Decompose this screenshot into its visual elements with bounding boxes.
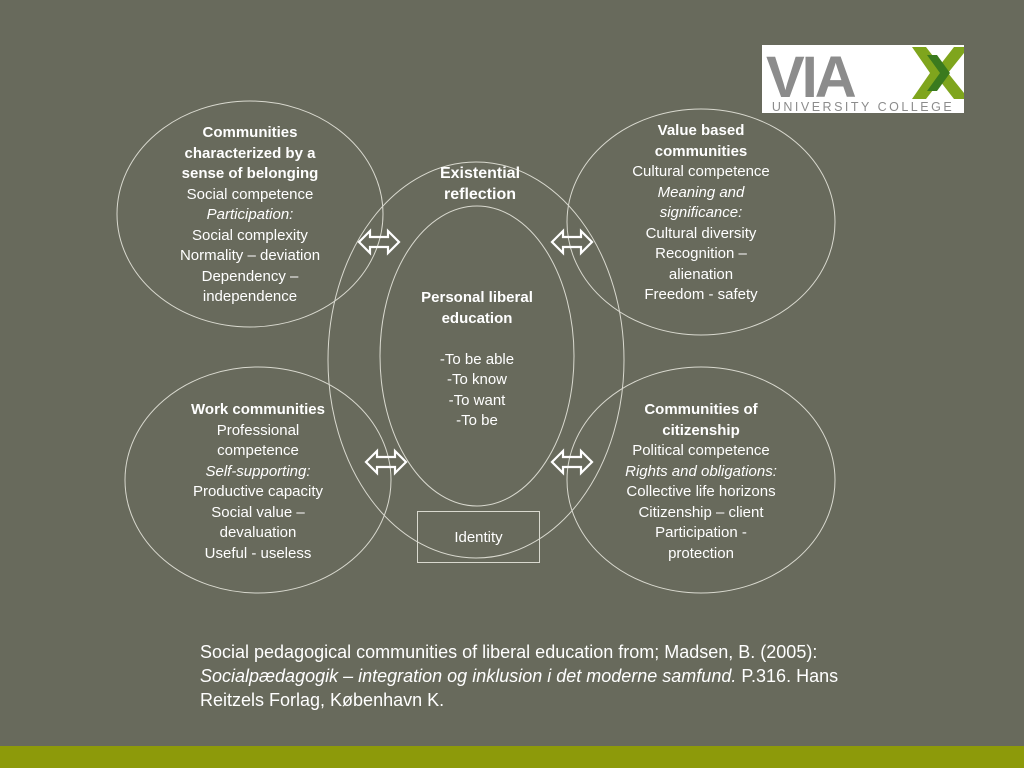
community-text-line: alienation (668, 265, 734, 283)
community-text-line: Collective life horizons (626, 483, 776, 500)
community-text-line: Social competence (186, 185, 314, 203)
caption-text: Social pedagogical communities of libera… (200, 642, 818, 662)
community-text-line: significance: (659, 204, 743, 221)
via-logo: VIA UNIVERSITY COLLEGE (762, 45, 964, 114)
community-text-line: citizenship (662, 421, 740, 439)
existential-reflection-ellipse (327, 161, 625, 559)
double-arrow-icon (364, 448, 408, 476)
community-text-line: Cultural diversity (645, 224, 757, 242)
community-text-line: Normality – deviation (179, 247, 321, 264)
community-text-line: Recognition – (655, 245, 747, 262)
community-text-line: Rights and obligations: (625, 462, 777, 480)
community-text-line: Work communities (191, 401, 325, 418)
personal-education-text: Personal liberal education -To be able -… (397, 288, 557, 432)
community-text-line: communities (654, 142, 748, 160)
education-item: -To be able (439, 350, 515, 368)
community-text-line: devaluation (219, 524, 297, 541)
community-text-line: competence (217, 442, 299, 459)
work-communities-ellipse (124, 366, 392, 594)
caption-publisher: P.316. Hans Reitzels Forlag, København K… (200, 666, 839, 710)
citizenship-ellipse (566, 366, 836, 594)
value-based-ellipse (566, 108, 836, 336)
double-arrow-icon (550, 448, 594, 476)
via-logo-graphic: VIA UNIVERSITY COLLEGE (766, 45, 964, 114)
footer-bar (0, 746, 1024, 768)
logo-chevron-icon (912, 47, 964, 99)
community-text-line: sense of belonging (181, 165, 319, 182)
identity-label: Identity (454, 528, 503, 546)
logo-subtitle: UNIVERSITY COLLEGE (772, 100, 954, 113)
community-text-line: Cultural competence (632, 163, 770, 180)
community-text-line: Social value – (211, 503, 305, 521)
belonging-community-text: Communities characterized by a sense of be… (150, 123, 350, 308)
community-text-line: Meaning and (657, 183, 745, 201)
personal-education-ellipse (379, 205, 575, 507)
community-text-line: Social complexity (192, 226, 308, 244)
community-text-line: Useful - useless (204, 544, 312, 562)
community-text-line: Freedom - safety (644, 286, 758, 303)
community-diagram (116, 100, 836, 594)
spacer (397, 329, 557, 350)
double-arrow-icon (550, 228, 594, 256)
personal-education-title-line1: Personal liberal (421, 289, 533, 306)
caption-book-title: Socialpædagogik – integration og inklusi… (200, 666, 737, 686)
community-text-line: Participation: (206, 206, 294, 223)
logo-letters: VIA (766, 45, 856, 110)
source-caption: Social pedagogical communities of libera… (200, 640, 840, 712)
community-text-line: Professional (216, 421, 300, 439)
education-item: -To be (456, 412, 498, 429)
identity-box: Identity (417, 511, 540, 563)
community-text-line: Value based (657, 122, 745, 139)
community-text-line: Citizenship – client (638, 503, 764, 521)
community-text-line: Communities (202, 124, 298, 141)
logo-chevron-inner-icon (927, 55, 950, 91)
existential-label-line1: Existential (439, 165, 521, 182)
personal-education-title-line2: education (441, 309, 513, 327)
community-text-line: Self-supporting: (205, 462, 311, 480)
community-text-line: Dependency – (201, 267, 299, 285)
existential-label-line2: reflection (443, 185, 516, 203)
community-text-line: protection (668, 544, 734, 562)
existential-reflection-label: Existential reflection (410, 164, 550, 205)
community-text-line: independence (202, 288, 298, 305)
community-text-line: Political competence (632, 442, 770, 459)
education-item: -To want (448, 391, 506, 409)
education-item: -To know (446, 371, 508, 388)
community-text-line: Productive capacity (192, 483, 324, 500)
community-text-line: Participation - (655, 524, 747, 541)
community-text-line: characterized by a (184, 144, 316, 162)
community-text-line: Communities of (644, 401, 758, 418)
belonging-ellipse (116, 100, 384, 328)
double-arrow-icon (357, 228, 401, 256)
